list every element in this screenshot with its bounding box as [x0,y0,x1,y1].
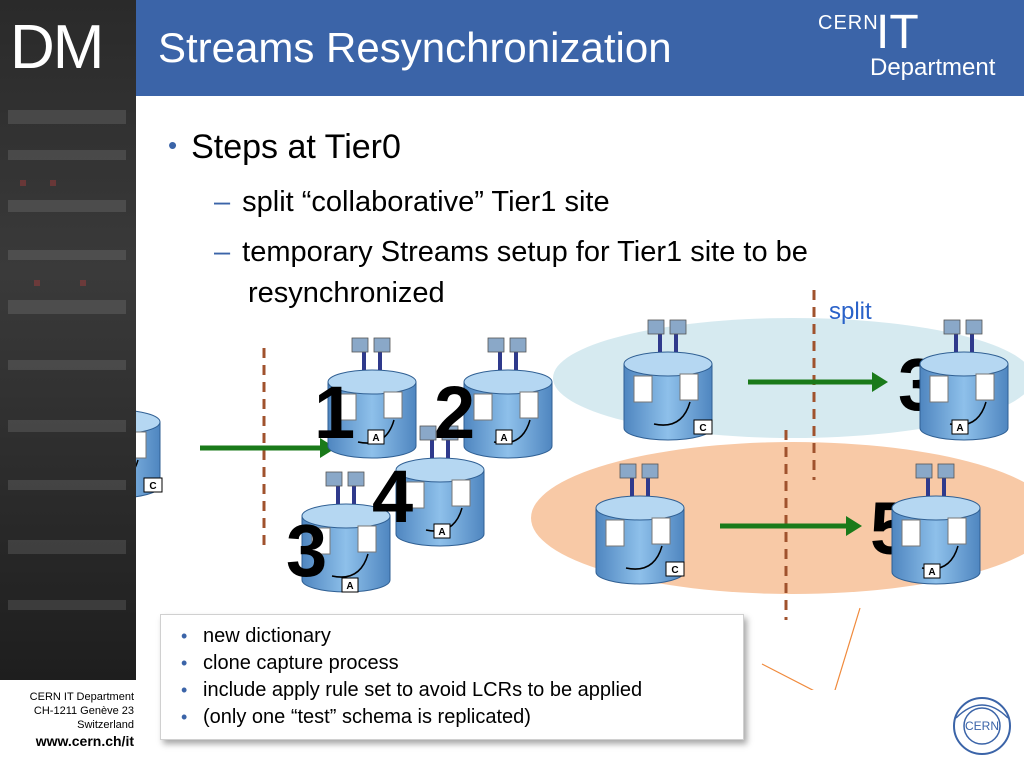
sub-bullet-text: temporary Streams setup for Tier1 site t… [242,236,808,268]
side-strip-texture [8,110,126,610]
title-bar: Streams Resynchronization CERN IT Depart… [136,0,1024,96]
sub-bullet-text: split “collaborative” Tier1 site [242,186,610,218]
main-bullet-text: Steps at Tier0 [191,128,401,166]
sub-bullet-2: –temporary Streams setup for Tier1 site … [214,232,808,272]
footer-org: CERN IT Department [29,691,134,703]
main-bullet: • Steps at Tier0 [168,128,401,167]
split-label: split [829,298,872,325]
apply-label: A [500,433,507,444]
logo-department-text: Department [870,54,996,81]
notes-box: new dictionary clone capture process inc… [160,614,744,740]
footer-country: Switzerland [77,719,134,731]
slide-title: Streams Resynchronization [158,24,672,71]
capture-label: C [671,565,678,576]
capture-box-source [143,477,163,493]
list-item: new dictionary [181,623,743,650]
cern-seal-text: CERN [965,719,999,733]
side-decoration-strip: DM [0,0,136,680]
dm-logo: DM [10,13,104,82]
step-number-4: 4 [372,455,413,538]
apply-label: A [928,567,935,578]
capture-box-top [693,419,713,435]
footer-postcode: CH-1211 Genève 23 [33,705,134,717]
apply-box [367,429,385,445]
apply-box [495,429,513,445]
cern-it-department-logo: CERN IT Department [816,6,1016,86]
arrow-head-icon [872,372,888,392]
sub-bullet-dash: – [214,186,231,218]
resync-diagram: C A A A A 1 2 3 4 3 5 C A C A [136,290,1024,690]
apply-label: A [438,527,445,538]
apply-label: A [346,581,353,592]
step-number-3: 3 [286,509,327,592]
callout-pointer [761,607,861,690]
logo-it-text: IT [876,6,919,59]
apply-box [951,419,969,435]
arrow-head-icon [846,516,862,536]
footer-url-link[interactable]: www.cern.ch/it [35,733,134,749]
list-item: (only one “test” schema is replicated) [181,704,743,731]
apply-box [341,577,359,593]
cern-seal-logo: CERN [953,697,1011,755]
sub-bullet-dash: – [214,236,231,268]
step-number-2: 2 [434,371,475,454]
capture-label: C [699,423,706,434]
apply-box [433,523,451,539]
bullet-dot-icon: • [168,130,178,160]
apply-box [923,563,941,579]
capture-label: C [149,481,156,492]
sub-bullet-1: –split “collaborative” Tier1 site [214,182,610,222]
list-item: clone capture process [181,650,743,677]
list-item: include apply rule set to avoid LCRs to … [181,677,743,704]
apply-label: A [956,423,963,434]
apply-label: A [372,433,379,444]
step-number-1: 1 [314,371,355,454]
capture-box-bottom [665,561,685,577]
notes-list: new dictionary clone capture process inc… [161,623,743,731]
footer-address: CERN IT Department CH-1211 Genève 23 Swi… [0,680,136,768]
sub-bullet-2-continuation: resynchronized [248,277,445,309]
logo-cern-text: CERN [818,12,879,34]
